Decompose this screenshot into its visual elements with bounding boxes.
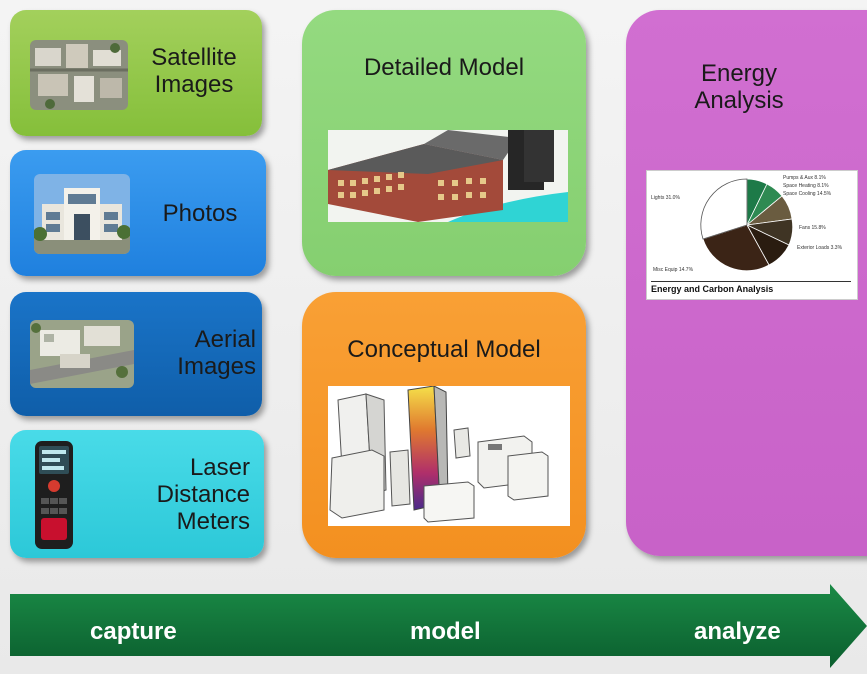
energy-analysis-tile: Energy Analysis Lights 31.0% Pumps & Aux… (626, 10, 867, 556)
conceptual-model-title: Conceptual Model (347, 336, 541, 363)
satellite-image-icon (30, 40, 128, 110)
laser-label-line1: Laser (189, 454, 250, 481)
photos-tile: Photos (10, 150, 266, 276)
aerial-images-label: Aerial Images (140, 326, 256, 380)
satellite-label-line1: Satellite (151, 44, 237, 71)
energy-analysis-title: Energy Analysis (626, 60, 852, 114)
satellite-images-label: Satellite Images (134, 44, 254, 98)
laser-meters-label: Laser Distance Meters (130, 454, 250, 535)
pie-chart-caption: Energy and Carbon Analysis (651, 281, 851, 294)
aerial-images-tile: Aerial Images (10, 292, 262, 416)
detailed-model-tile: Detailed Model (302, 10, 586, 276)
laser-meter-icon (34, 440, 74, 550)
pie-label-exterior: Exterior Loads 3.3% (797, 245, 843, 251)
satellite-label-line2: Images (154, 71, 234, 98)
photos-label-line1: Photos (162, 200, 238, 227)
stage-capture-label: capture (90, 618, 177, 645)
pie-label-lights: Lights 31.0% (651, 195, 680, 201)
satellite-images-tile: Satellite Images (10, 10, 262, 136)
conceptual-model-tile: Conceptual Model (302, 292, 586, 558)
laser-label-line3: Meters (176, 508, 250, 535)
aerial-image-icon (30, 320, 134, 388)
laser-distance-meters-tile: Laser Distance Meters (10, 430, 264, 558)
pie-label-misc: Misc Equip 14.7% (653, 267, 694, 273)
pie-label-cooling: Space Cooling 14.5% (783, 191, 832, 197)
pie-label-fans: Fans 15.8% (799, 225, 826, 231)
conceptual-model-image (328, 386, 570, 526)
aerial-label-line1: Aerial (194, 326, 256, 353)
energy-title-line2: Analysis (694, 87, 784, 114)
laser-label-line2: Distance (156, 481, 250, 508)
detailed-model-image (328, 130, 568, 222)
process-arrow (10, 584, 867, 668)
pie-label-heating: Space Heating 8.1% (783, 183, 829, 189)
stage-model-label: model (410, 618, 481, 645)
detailed-model-title: Detailed Model (363, 54, 525, 81)
aerial-label-line2: Images (177, 353, 256, 380)
photos-label: Photos (150, 200, 250, 227)
pie-label-pumps: Pumps & Aux 8.1% (783, 175, 826, 181)
stage-analyze-label: analyze (694, 618, 781, 645)
energy-pie-chart: Lights 31.0% Pumps & Aux 8.1% Space Heat… (646, 170, 858, 300)
building-photo-icon (34, 174, 130, 254)
energy-title-line1: Energy (700, 60, 778, 87)
